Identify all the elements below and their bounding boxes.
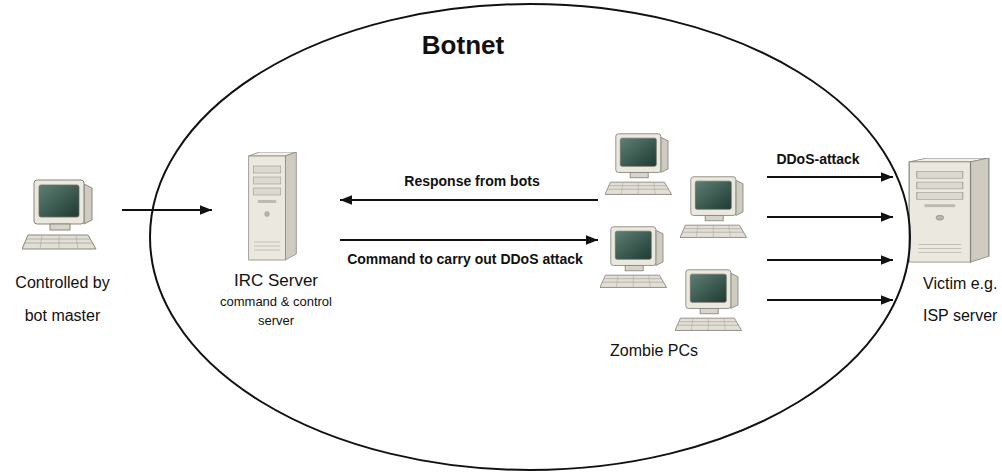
ellipse-outline	[150, 4, 910, 470]
node-label: Zombie PCs	[610, 340, 767, 362]
arrow-connector	[767, 299, 893, 301]
victim-node: Victim e.g. ISP server	[893, 158, 1001, 332]
node-label: command & control server	[212, 292, 340, 330]
bot-master-node: Controlled by bot master	[3, 176, 122, 332]
arrow-connector	[767, 259, 893, 261]
arrow-connector	[340, 239, 598, 241]
node-label: Victim e.g. ISP server	[923, 268, 1001, 332]
edge-label: Command to carry out DDoS attack	[345, 250, 585, 268]
botnet-ellipse: BotnetIRC Servercommand & control server…	[148, 2, 912, 472]
node-label: IRC Server	[212, 270, 340, 292]
pc-icon	[22, 180, 96, 249]
arrow-connector	[767, 176, 893, 178]
ellipse-outline	[148, 2, 912, 472]
region-title: Botnet	[422, 30, 504, 60]
edge-label: Response from bots	[402, 172, 541, 190]
server-node: IRC Servercommand & control server	[212, 150, 340, 330]
pc-icon	[605, 134, 672, 195]
pc-icon	[675, 270, 742, 331]
edge-label: DDoS-attack	[774, 150, 861, 168]
server-icon	[909, 158, 989, 262]
pc-icon	[600, 227, 667, 288]
zombie-group: Zombie PCs	[598, 128, 767, 362]
node-label: Controlled by bot master	[3, 266, 122, 332]
pc-icon	[680, 177, 747, 238]
arrow-connector	[122, 209, 212, 211]
arrow-connector	[340, 199, 598, 201]
server-icon	[249, 152, 297, 260]
arrow-connector	[767, 216, 893, 218]
